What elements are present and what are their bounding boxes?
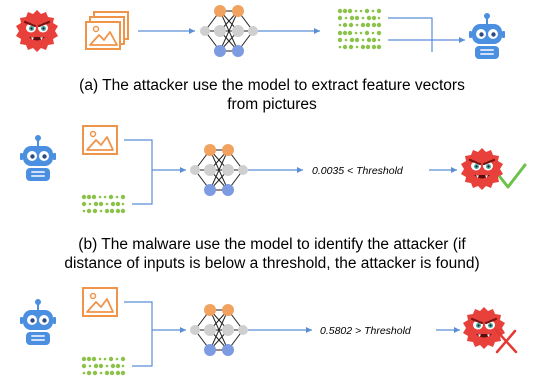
feature-vector-icon [81, 356, 126, 376]
feature-vector-icon [337, 8, 382, 28]
neural-network-icon [189, 303, 249, 357]
panel-b: 0.0035 < Threshold [19, 125, 527, 214]
caption-b-line2: distance of inputs is below a threshold,… [64, 255, 480, 272]
attacker-face-icon [14, 8, 60, 54]
connector-line [124, 139, 153, 205]
caption-a-line2: from pictures [227, 96, 317, 113]
connector-line [388, 17, 433, 52]
robot-icon [19, 134, 57, 182]
neural-network-icon [189, 143, 249, 197]
robot-icon [468, 12, 506, 60]
panel-a [14, 4, 506, 60]
caption-a: (a) The attacker use the model to extrac… [0, 76, 544, 114]
connector-line [124, 301, 153, 367]
picture-icon [82, 125, 118, 155]
caption-b-line1: (b) The malware use the model to identif… [78, 236, 466, 253]
score-label: 0.0035 < Threshold [312, 165, 404, 177]
feature-vector-icon [337, 30, 382, 50]
robot-icon [19, 298, 57, 346]
picture-icon [82, 287, 118, 317]
attacker-face-icon [461, 305, 507, 351]
panel-c: 0.5802 > Threshold [19, 287, 518, 376]
feature-vector-icon [81, 194, 126, 214]
picture-stack-icon [85, 11, 129, 50]
neural-network-icon [199, 4, 259, 58]
score-label: 0.5802 > Threshold [320, 325, 412, 337]
cross-mark-icon [493, 327, 518, 354]
attacker-face-icon [459, 146, 505, 192]
caption-b: (b) The malware use the model to identif… [0, 235, 544, 273]
check-mark-icon [498, 163, 527, 189]
caption-a-line1: (a) The attacker use the model to extrac… [79, 77, 465, 94]
